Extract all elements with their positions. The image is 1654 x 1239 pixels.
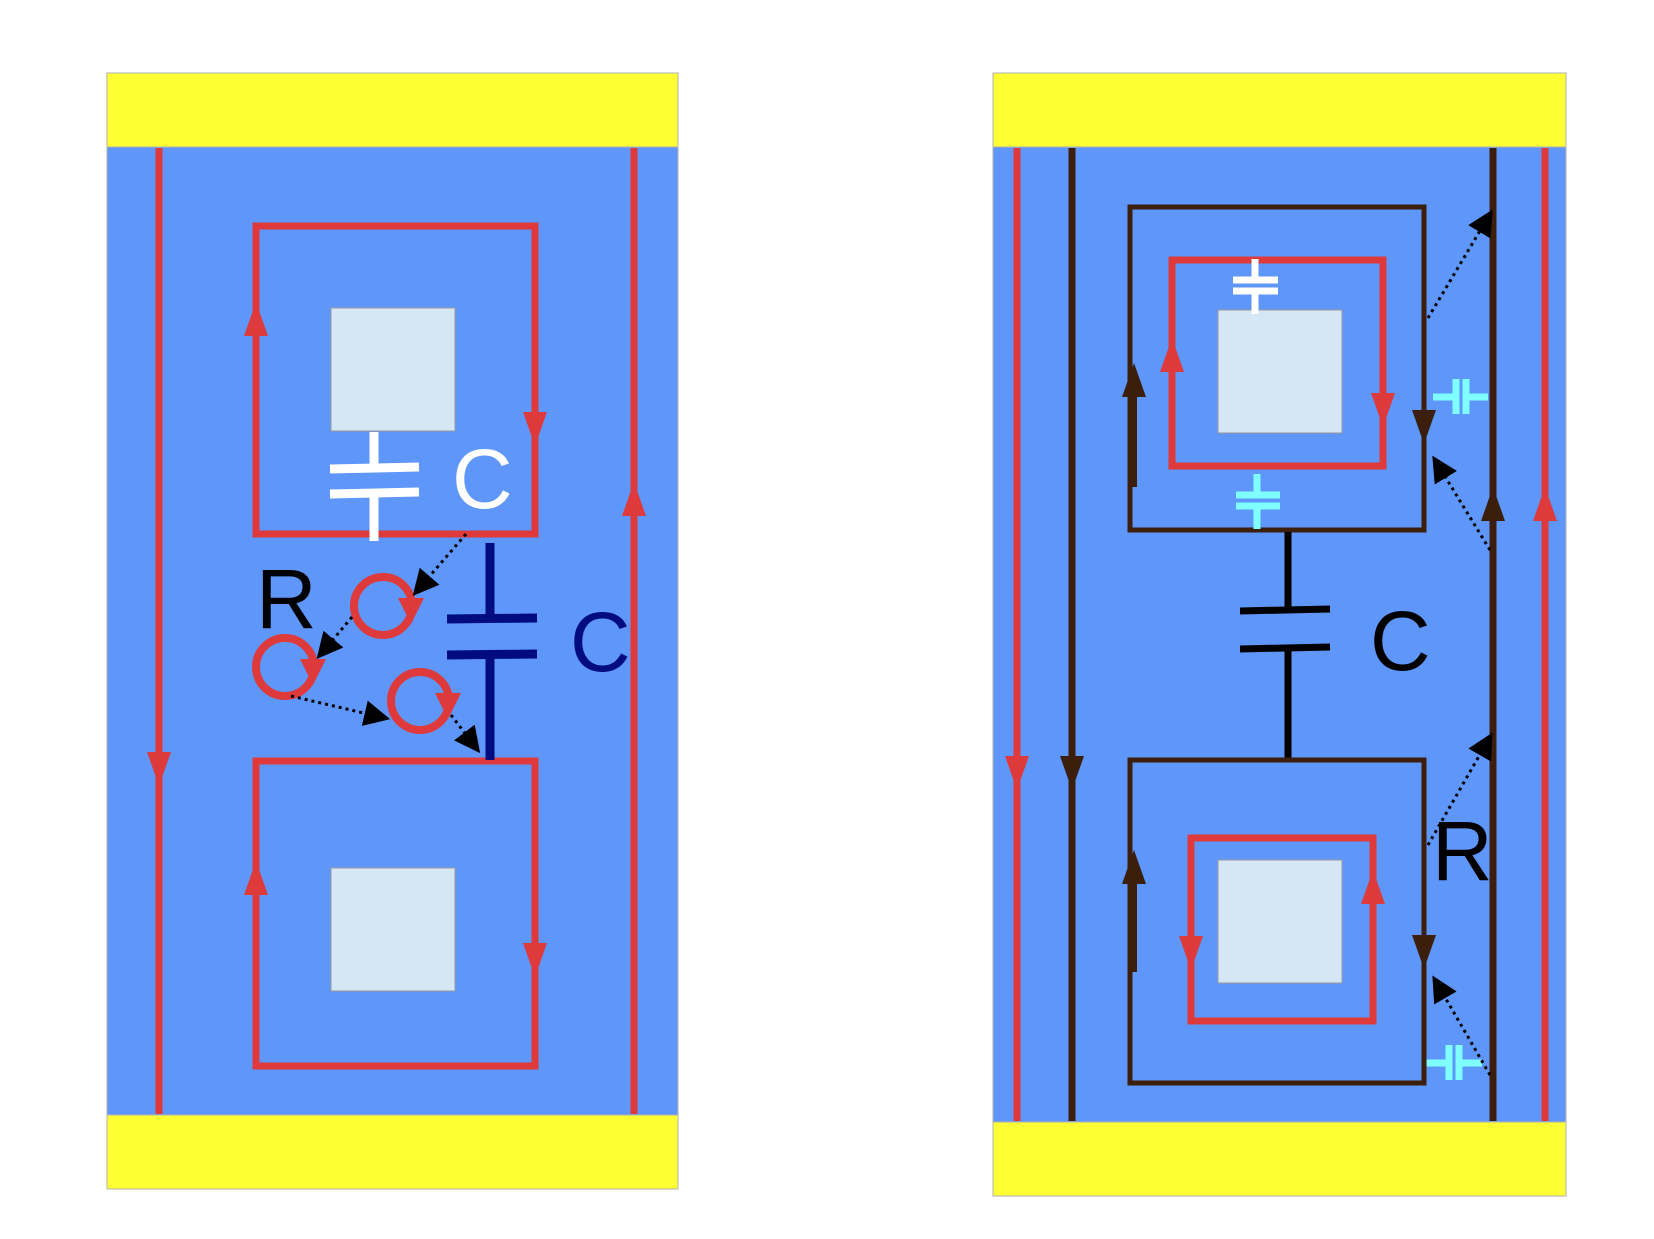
left-lower-down-arrow	[523, 943, 547, 977]
left-upper-up-arrow	[244, 302, 268, 336]
left-upper-current-loop	[252, 222, 539, 538]
right-bottom-electrode	[992, 1121, 1567, 1197]
left-hopping-arrows	[290, 533, 481, 754]
right-lower-red-up-arrow	[1361, 870, 1385, 904]
right-upper-pore	[1217, 309, 1343, 434]
eddy-loop-1-arrow	[398, 598, 424, 624]
eddy-loop-2-arrow	[300, 659, 326, 685]
left-top-electrode	[106, 72, 679, 148]
left-upper-down-arrow	[523, 412, 547, 446]
right-lower-dark-up-arrow	[1122, 850, 1146, 884]
eddy-loop-3-arrow	[435, 693, 461, 719]
left-resistor-label: R	[256, 552, 317, 646]
right-upper-dark-down-arrow	[1412, 410, 1436, 444]
right-upper-grain-boundary	[1127, 204, 1427, 533]
left-panel: C C R	[106, 72, 679, 1190]
right-top-electrode	[992, 72, 1567, 148]
right-lower-grain-boundary	[1127, 757, 1427, 1086]
left-lower-current-loop	[252, 757, 539, 1070]
right-upper-dark-up-arrow	[1122, 363, 1146, 397]
left-lower-up-arrow	[244, 861, 268, 895]
right-outer-dark-right-arrow	[1481, 487, 1505, 521]
left-lower-pore	[330, 867, 456, 992]
left-bottom-electrode	[106, 1114, 679, 1190]
right-outer-dark-left-arrow	[1060, 756, 1084, 790]
right-lower-red-down-arrow	[1179, 936, 1203, 970]
right-hopping-arrows	[1426, 209, 1493, 1076]
right-outer-red-left-arrow	[1005, 756, 1029, 790]
left-down-arrow	[147, 752, 171, 786]
right-lower-dark-down-arrow	[1412, 935, 1436, 969]
left-white-capacitor	[329, 432, 420, 541]
right-lower-current-loop	[1187, 834, 1377, 1025]
right-lower-pore	[1217, 859, 1343, 984]
right-upper-red-down-arrow	[1371, 393, 1395, 427]
right-upper-red-up-arrow	[1160, 338, 1184, 372]
left-up-arrow	[622, 482, 646, 516]
right-cyan-capacitor-1	[1433, 379, 1488, 414]
right-cyan-capacitor-2	[1236, 474, 1280, 529]
right-outer-red-right-arrow	[1533, 487, 1557, 521]
left-upper-pore	[330, 307, 456, 432]
right-panel: C R	[992, 72, 1567, 1197]
right-black-capacitor	[1239, 532, 1331, 760]
right-capacitor-label: C	[1370, 594, 1431, 688]
left-white-capacitor-label: C	[452, 432, 513, 526]
right-white-capacitor	[1233, 259, 1278, 314]
right-cyan-capacitor-3	[1426, 1045, 1482, 1080]
left-navy-capacitor-label: C	[570, 595, 631, 689]
left-navy-capacitor	[446, 543, 538, 760]
right-resistor-label: R	[1432, 804, 1493, 898]
